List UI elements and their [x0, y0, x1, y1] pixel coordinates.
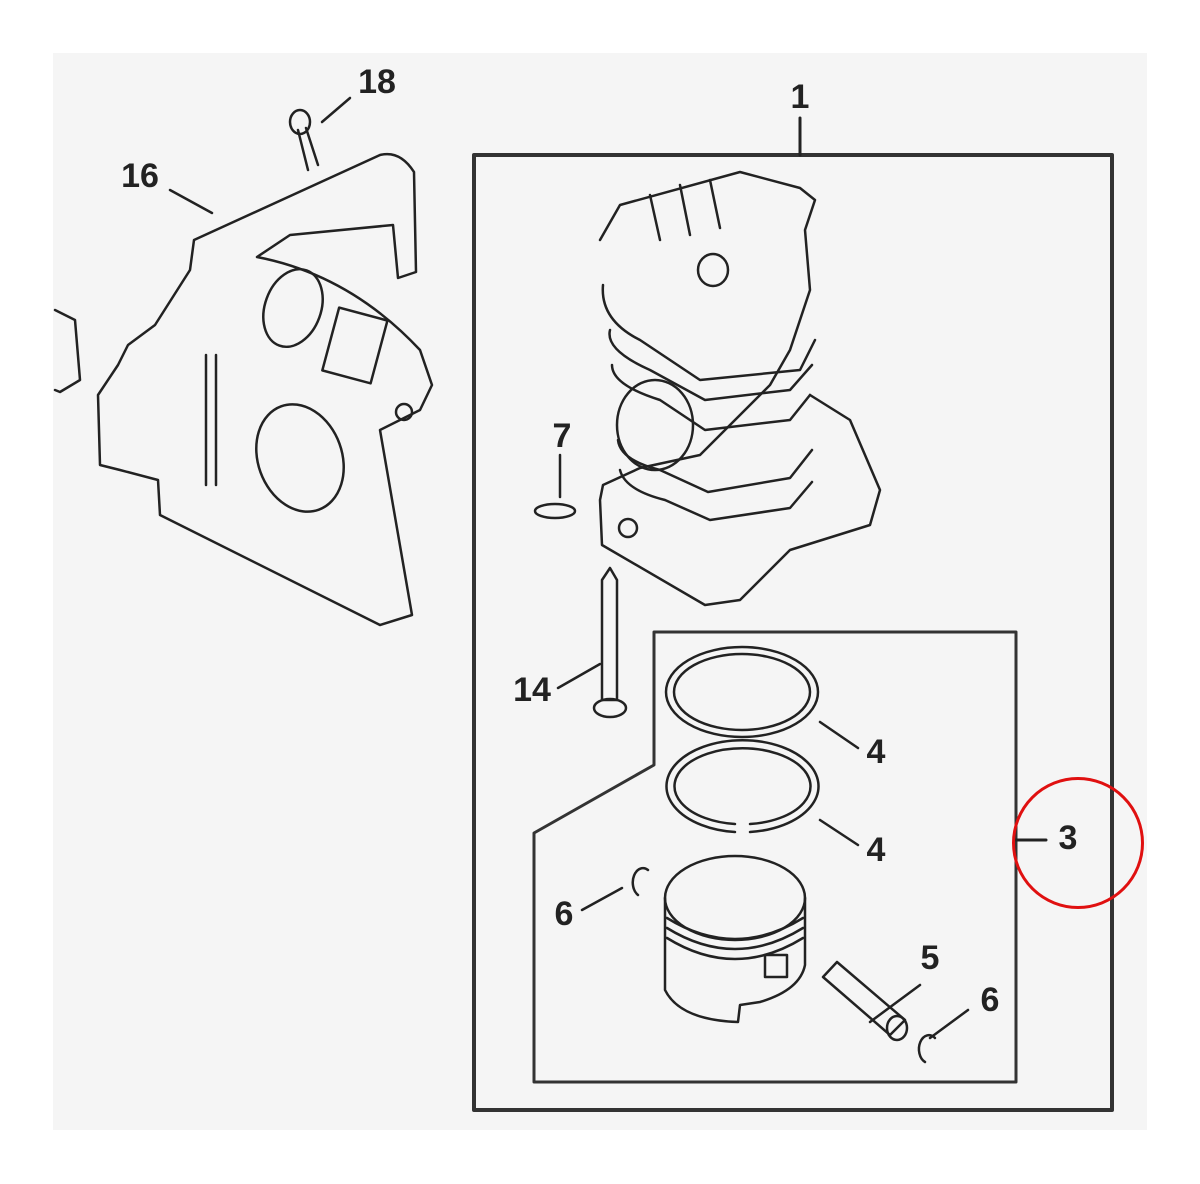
diagram-panel: [53, 53, 1147, 1130]
cylinder-part-1: [598, 170, 882, 607]
callout-4-top: 4: [866, 733, 886, 771]
piston: [663, 854, 807, 1024]
assembly-box-1: [472, 116, 1114, 1112]
piston-pin-part-5: [821, 960, 909, 1042]
leader-lines: [168, 96, 970, 1040]
screw-part-18: [288, 108, 320, 172]
bolt-part-14: [556, 566, 628, 719]
callout-5: 5: [920, 939, 940, 977]
shroud-part-16: [53, 152, 434, 627]
callout-16: 16: [121, 157, 159, 195]
callout-6-left: 6: [554, 895, 574, 933]
highlight-circle-part-3: [1012, 777, 1144, 909]
callout-7: 7: [552, 417, 572, 455]
callout-14: 14: [513, 671, 551, 709]
piston-ring-bottom-part-4: [665, 738, 820, 834]
callout-4-bottom: 4: [866, 831, 886, 869]
circlip-parts-6: [631, 866, 937, 1064]
decompression-valve-part-7: [533, 453, 577, 520]
callout-18: 18: [358, 63, 396, 101]
callout-1: 1: [790, 78, 810, 116]
callout-6-right: 6: [980, 981, 1000, 1019]
piston-ring-top-part-4: [664, 645, 820, 739]
